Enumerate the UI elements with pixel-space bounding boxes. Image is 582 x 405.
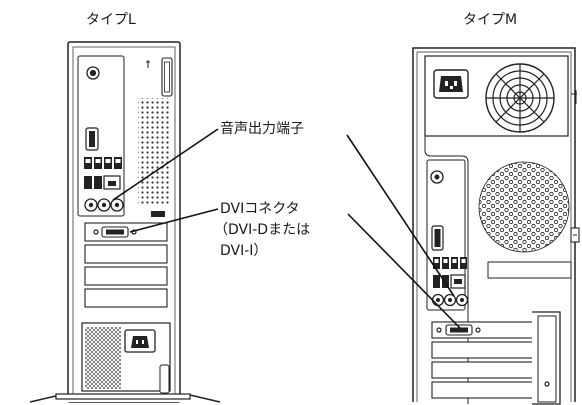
title-type-m: タイプM <box>463 12 518 28</box>
leader-audio-type-m <box>346 134 455 297</box>
type-m-audio-jacks <box>431 293 469 307</box>
callout-audio-output: 音声出力端子 <box>220 121 304 137</box>
type-l-usb-lan-ports <box>84 175 121 190</box>
type-m-psu-fan <box>485 63 555 133</box>
leader-dvi-type-m <box>347 213 461 329</box>
type-l-usb-ports <box>84 157 122 169</box>
callout-dvi-line1: DVIコネクタ <box>220 201 300 217</box>
type-l-slot-2 <box>84 244 168 264</box>
leader-lines <box>112 128 461 329</box>
leader-audio-type-l <box>112 128 219 201</box>
type-m-tower <box>412 47 580 405</box>
type-l-tower <box>29 41 221 403</box>
title-type-l: タイプL <box>86 12 136 28</box>
type-l-slot-4 <box>84 288 168 308</box>
type-l-vent-dots <box>138 98 170 206</box>
type-m-slot-4 <box>431 381 543 399</box>
leader-dvi-type-l <box>129 208 219 233</box>
type-l-audio-jacks <box>84 198 124 212</box>
callout-dvi-line2: （DVI-Dまたは <box>214 222 311 238</box>
type-m-usb-lan-ports <box>433 274 466 289</box>
type-l-io-panel <box>77 55 125 217</box>
type-l-slot-3 <box>84 266 168 286</box>
type-m-slot-2 <box>431 341 543 359</box>
type-m-case-fan-vent <box>479 162 569 252</box>
callout-dvi-line3: DVI-I） <box>220 243 268 259</box>
type-m-io-panel <box>426 159 466 311</box>
type-m-usb-ports <box>433 257 467 269</box>
type-m-slot-3 <box>431 361 543 379</box>
